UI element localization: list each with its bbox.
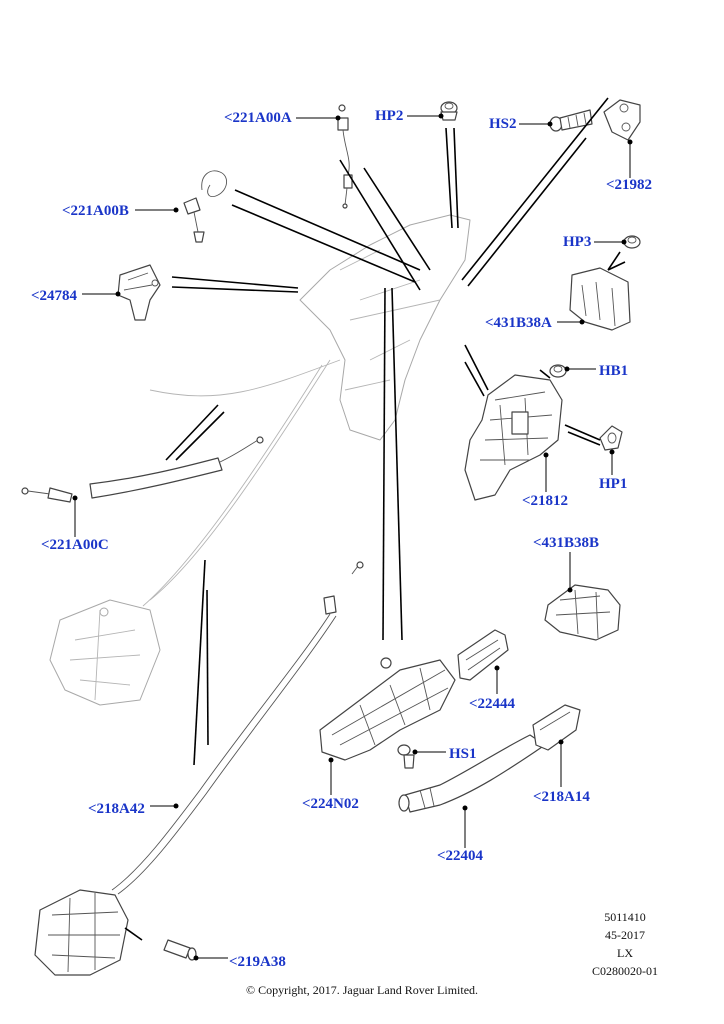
- callout-22404: <22404: [437, 848, 484, 864]
- callout-leaders: [72, 113, 633, 961]
- plug-HP2: [440, 101, 458, 121]
- callout-21812: <21812: [522, 493, 569, 509]
- callout-HP1: HP1: [599, 476, 628, 492]
- callout-HB1: HB1: [599, 363, 629, 379]
- cover-431B38B: [544, 584, 621, 641]
- door-frame-background: [49, 214, 471, 706]
- callout-431B38A: <431B38A: [485, 315, 552, 331]
- reference-line-4: C0280020-01: [592, 964, 658, 978]
- bracket-24784: [117, 264, 161, 321]
- cable-221A00A: [337, 104, 353, 209]
- callout-22444: <22444: [469, 696, 516, 712]
- reference-line-3: LX: [617, 946, 633, 960]
- bolt-HB1: [549, 364, 567, 378]
- reference-line-1: 5011410: [604, 910, 646, 924]
- callout-219A38: <219A38: [229, 954, 286, 970]
- callout-224N02: <224N02: [302, 796, 359, 812]
- handle-cap-218A14: [532, 704, 581, 751]
- callout-HP2: HP2: [375, 108, 404, 124]
- gasket-22444: [457, 629, 509, 681]
- callout-218A14: <218A14: [533, 789, 590, 805]
- callout-218A42: <218A42: [88, 801, 145, 817]
- copyright-notice: © Copyright, 2017. Jaguar Land Rover Lim…: [245, 983, 479, 997]
- callout-HS2: HS2: [489, 116, 517, 132]
- callout-HP3: HP3: [563, 234, 592, 250]
- callout-HS1: HS1: [449, 746, 477, 762]
- latch-21812: [464, 374, 563, 501]
- reference-line-2: 45-2017: [605, 928, 645, 942]
- screw-HS1: [397, 744, 415, 769]
- callout-431B38B: <431B38B: [533, 535, 600, 551]
- callout-221A00C: <221A00C: [41, 537, 109, 553]
- outer-handle-22404: [398, 734, 546, 813]
- cable-221A00C: [21, 436, 264, 503]
- callout-221A00A: <221A00A: [224, 110, 292, 126]
- cable-218A42: [111, 561, 364, 895]
- striker-21982: [603, 99, 641, 141]
- callout-221A00B: <221A00B: [62, 203, 129, 219]
- cover-431B38A: [569, 267, 631, 331]
- guide-lines: [124, 97, 626, 941]
- callout-21982: <21982: [606, 177, 653, 193]
- screw-HS2: [549, 109, 593, 132]
- cable-221A00B: [183, 170, 227, 243]
- callout-24784: <24784: [31, 288, 78, 304]
- plug-HP1: [599, 425, 623, 451]
- handle-carrier-224N02: [319, 657, 456, 761]
- lock-actuator-219A38: [34, 889, 197, 976]
